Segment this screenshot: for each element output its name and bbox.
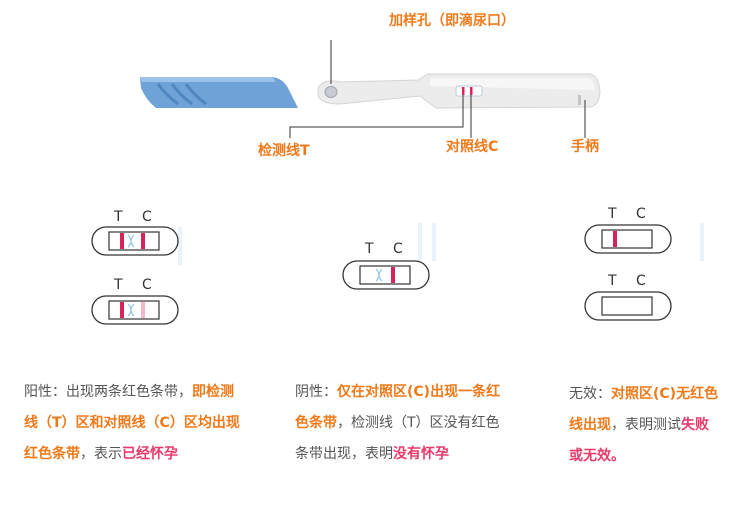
invalid-prefix: 无效： (569, 386, 611, 402)
callout-sample-hole: 加样孔（即滴尿口） (389, 13, 515, 29)
negative-highlight: 仅在对照区(C)出现一条红色条带 (295, 384, 501, 431)
positive-description: 阳性：出现两条红色条带，即检测线（T）区和对照线（C）区均出现红色条带，表示已经… (24, 377, 244, 470)
label-t: T (608, 206, 617, 222)
label-c: C (142, 209, 152, 225)
cap (140, 77, 298, 108)
callout-test-line: 检测线T (258, 143, 310, 159)
decorative-bars (178, 223, 704, 265)
positive-highlight: 即检测线（T）区和对照线（C）区均出现红色条带 (24, 384, 240, 462)
negative-strip (342, 260, 430, 290)
negative-conclusion: 没有怀孕 (393, 446, 449, 462)
positive-conclusion: 已经怀孕 (122, 446, 178, 462)
negative-middle: ，检测线（T）区没有红色条带出现，表明 (295, 415, 500, 462)
invalid-conclusion: 失败或无效。 (569, 417, 709, 464)
negative-description: 阴性：仅在对照区(C)出现一条红色条带，检测线（T）区没有红色条带出现，表明没有… (295, 377, 505, 470)
callout-lines (289, 40, 586, 138)
invalid-middle: ，表明测试 (611, 417, 681, 433)
positive-strip-2 (91, 295, 179, 325)
invalid-highlight: 对照区(C)无红色线出现 (569, 386, 719, 433)
label-c: C (393, 241, 403, 257)
sample-hole (324, 86, 338, 98)
positive-middle: ，表示 (80, 446, 122, 462)
positive-strip-1 (91, 226, 179, 256)
test-stick-illustration (140, 40, 601, 138)
stick-body (317, 73, 601, 109)
callout-control-line: 对照线C (446, 139, 499, 155)
label-t: T (114, 209, 123, 225)
invalid-description: 无效：对照区(C)无红色线出现，表明测试失败或无效。 (569, 379, 719, 472)
result-strips (91, 223, 704, 325)
label-t: T (114, 277, 123, 293)
label-c: C (142, 277, 152, 293)
negative-prefix: 阴性： (295, 384, 337, 400)
label-c: C (636, 206, 646, 222)
result-window (455, 85, 483, 97)
invalid-strip-1 (584, 224, 672, 254)
label-t: T (365, 241, 374, 257)
label-t: T (608, 273, 617, 289)
callout-handle: 手柄 (571, 139, 599, 155)
label-c: C (636, 273, 646, 289)
positive-prefix: 阳性：出现两条红色条带， (24, 384, 192, 400)
invalid-strip-2 (584, 291, 672, 321)
